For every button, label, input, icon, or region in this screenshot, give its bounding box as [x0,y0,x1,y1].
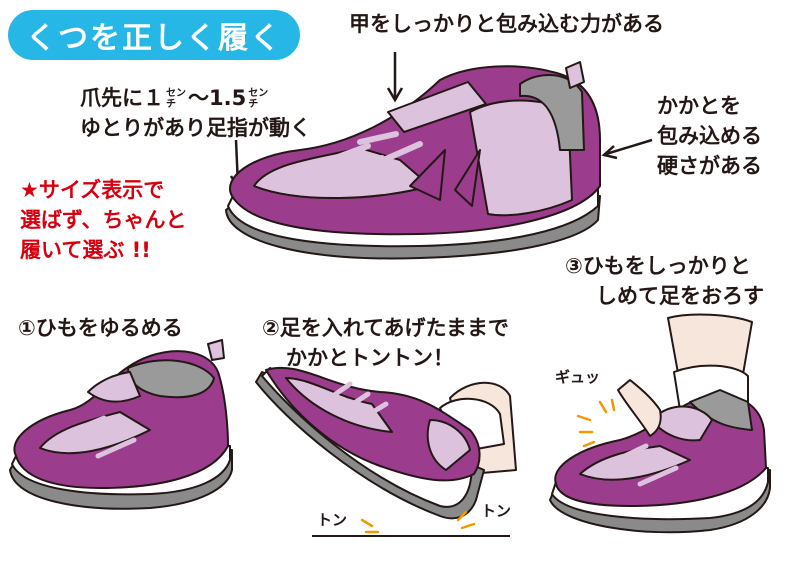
heel-callout-line1: かかとを [657,94,741,118]
toe-unit: センチ [166,88,186,110]
main-shoe [225,61,601,260]
heel-arrow [601,138,653,160]
step3-label-line1: ③ひもをしっかりと [565,254,751,278]
step3-label-line2: しめて足をおろす [596,284,764,308]
step1-shoe [9,339,233,510]
warning-line3: 履いて選ぶ !! [20,238,151,262]
toe-unit-top-2: セン [248,88,269,99]
toe-unit-bottom-2: チ [248,99,259,110]
page-title: くつを正しく履く [8,10,300,60]
toe-callout-line2: ゆとりがあり足指が動く [80,116,311,140]
sfx-tap-2: トン [481,502,512,520]
heel-callout-line2: 包み込める [657,124,762,148]
warning-line2: 選ばず、ちゃんと [20,208,187,232]
instep-callout: 甲をしっかりと包み込む力がある [349,12,664,36]
tap-effect-lines [360,510,476,534]
step3-shoe [549,313,771,534]
sfx-squeeze: ギュッ [555,368,601,386]
step2-shoe [255,366,517,520]
step1-label: ①ひもをゆるめる [18,316,183,340]
toe-callout-text-b: 〜1.5 [188,86,247,110]
toe-unit-bottom: チ [166,99,176,110]
toe-unit-top: セン [166,88,186,99]
toe-callout-text-a: 爪先に１ [80,86,164,110]
step2-label-line1: ②足を入れてあげたままで [262,316,509,340]
warning-line1: ★サイズ表示で [20,178,165,202]
toe-unit-2: センチ [248,88,268,110]
squeeze-effect-lines [576,398,616,448]
step2-label-line2: かかとトントン！ [286,346,454,370]
heel-callout-line3: 硬さがある [657,154,762,178]
instep-arrow [386,52,404,103]
sfx-tap-1: トン [317,511,348,529]
